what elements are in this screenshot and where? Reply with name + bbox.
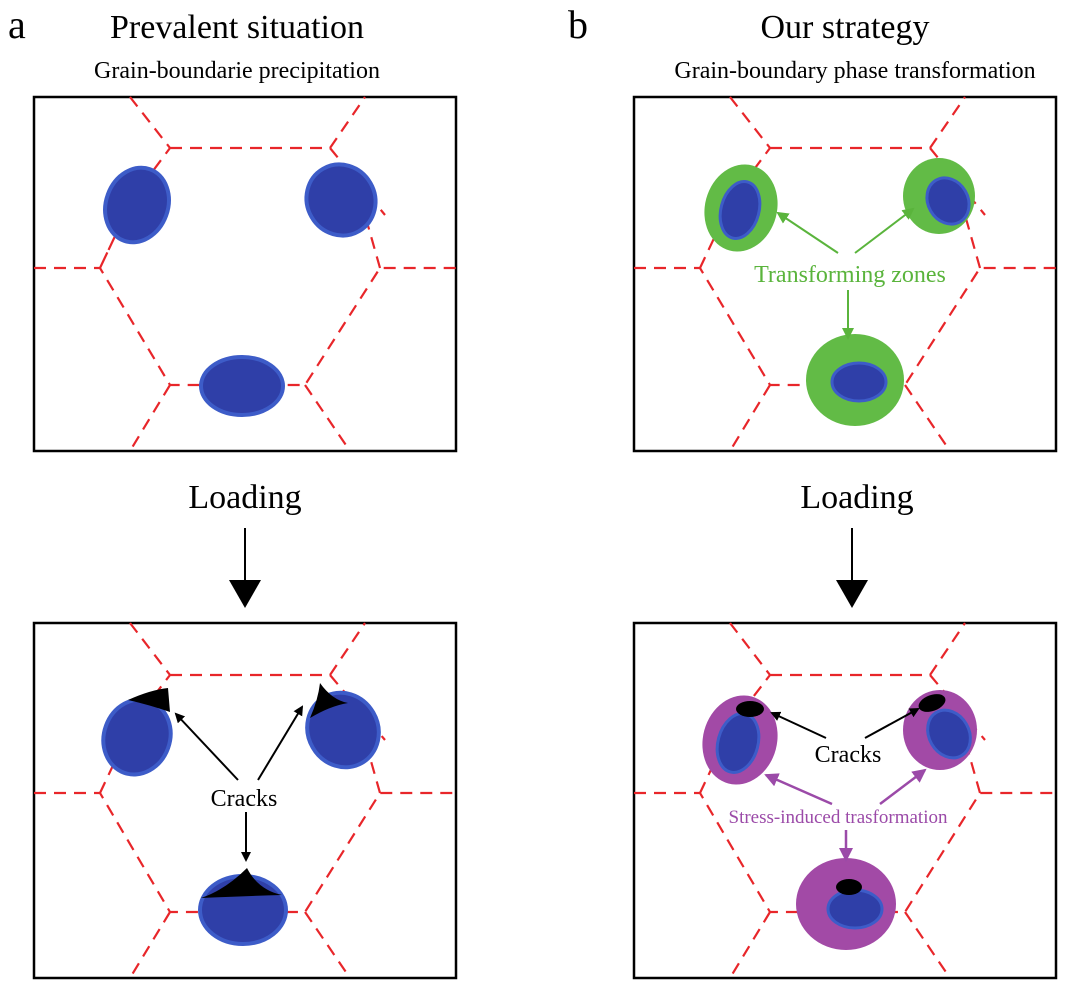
precipitate [199, 355, 285, 417]
crack-arrow [864, 708, 920, 739]
precipitate [718, 180, 762, 240]
crack-arrow [174, 712, 239, 781]
panel-b-subtitle: Grain-boundary phase transformation [674, 58, 1035, 84]
panel-b-cracks-label: Cracks [815, 742, 882, 768]
panel-a-loading-label: Loading [188, 479, 301, 516]
panel-b-loading-arrow [836, 528, 868, 608]
precipitate [305, 690, 381, 770]
panel-a-top-frame [32, 95, 458, 453]
panel-a-subtitle: Grain-boundarie precipitation [94, 58, 380, 84]
precipitate [926, 708, 972, 760]
precipitate [925, 176, 971, 226]
precipitate [103, 165, 171, 245]
crack [201, 868, 282, 898]
transforming-arrow [854, 207, 915, 254]
stress-arrow [879, 768, 927, 805]
panel-b-bottom-frame [632, 621, 1058, 980]
panel-a-letter: a [8, 2, 26, 47]
crack [918, 694, 946, 712]
panel-a-loading-arrow [229, 528, 261, 608]
panel-b-title: Our strategy [760, 9, 929, 46]
crack [128, 688, 170, 712]
panel-b-letter: b [568, 2, 588, 47]
panel-a-bottom-frame [32, 621, 458, 980]
panel-a-cracks-label: Cracks [211, 786, 278, 812]
precipitate [304, 162, 378, 238]
panel-a-top-box [32, 95, 458, 453]
panel-b-bottom-box: Cracks Stress-induced trasformation [632, 621, 1058, 980]
transforming-arrow [776, 211, 839, 254]
panel-b-stress-label: Stress-induced trasformation [729, 807, 948, 828]
crack [836, 879, 862, 895]
precipitate [826, 888, 884, 930]
panel-a-bottom-box: Cracks [32, 621, 458, 980]
crack [310, 683, 348, 718]
crack [736, 701, 764, 717]
crack-arrow [770, 711, 827, 739]
panel-b-top-frame [632, 95, 1058, 453]
panel-b-transforming-label: Transforming zones [754, 262, 946, 288]
precipitate [830, 361, 888, 403]
panel-b-top-box: Transforming zones [632, 95, 1058, 453]
panel-b-loading-label: Loading [800, 479, 913, 516]
stress-arrow [764, 773, 833, 806]
crack-arrow [257, 705, 304, 781]
panel-a-title: Prevalent situation [110, 9, 364, 46]
